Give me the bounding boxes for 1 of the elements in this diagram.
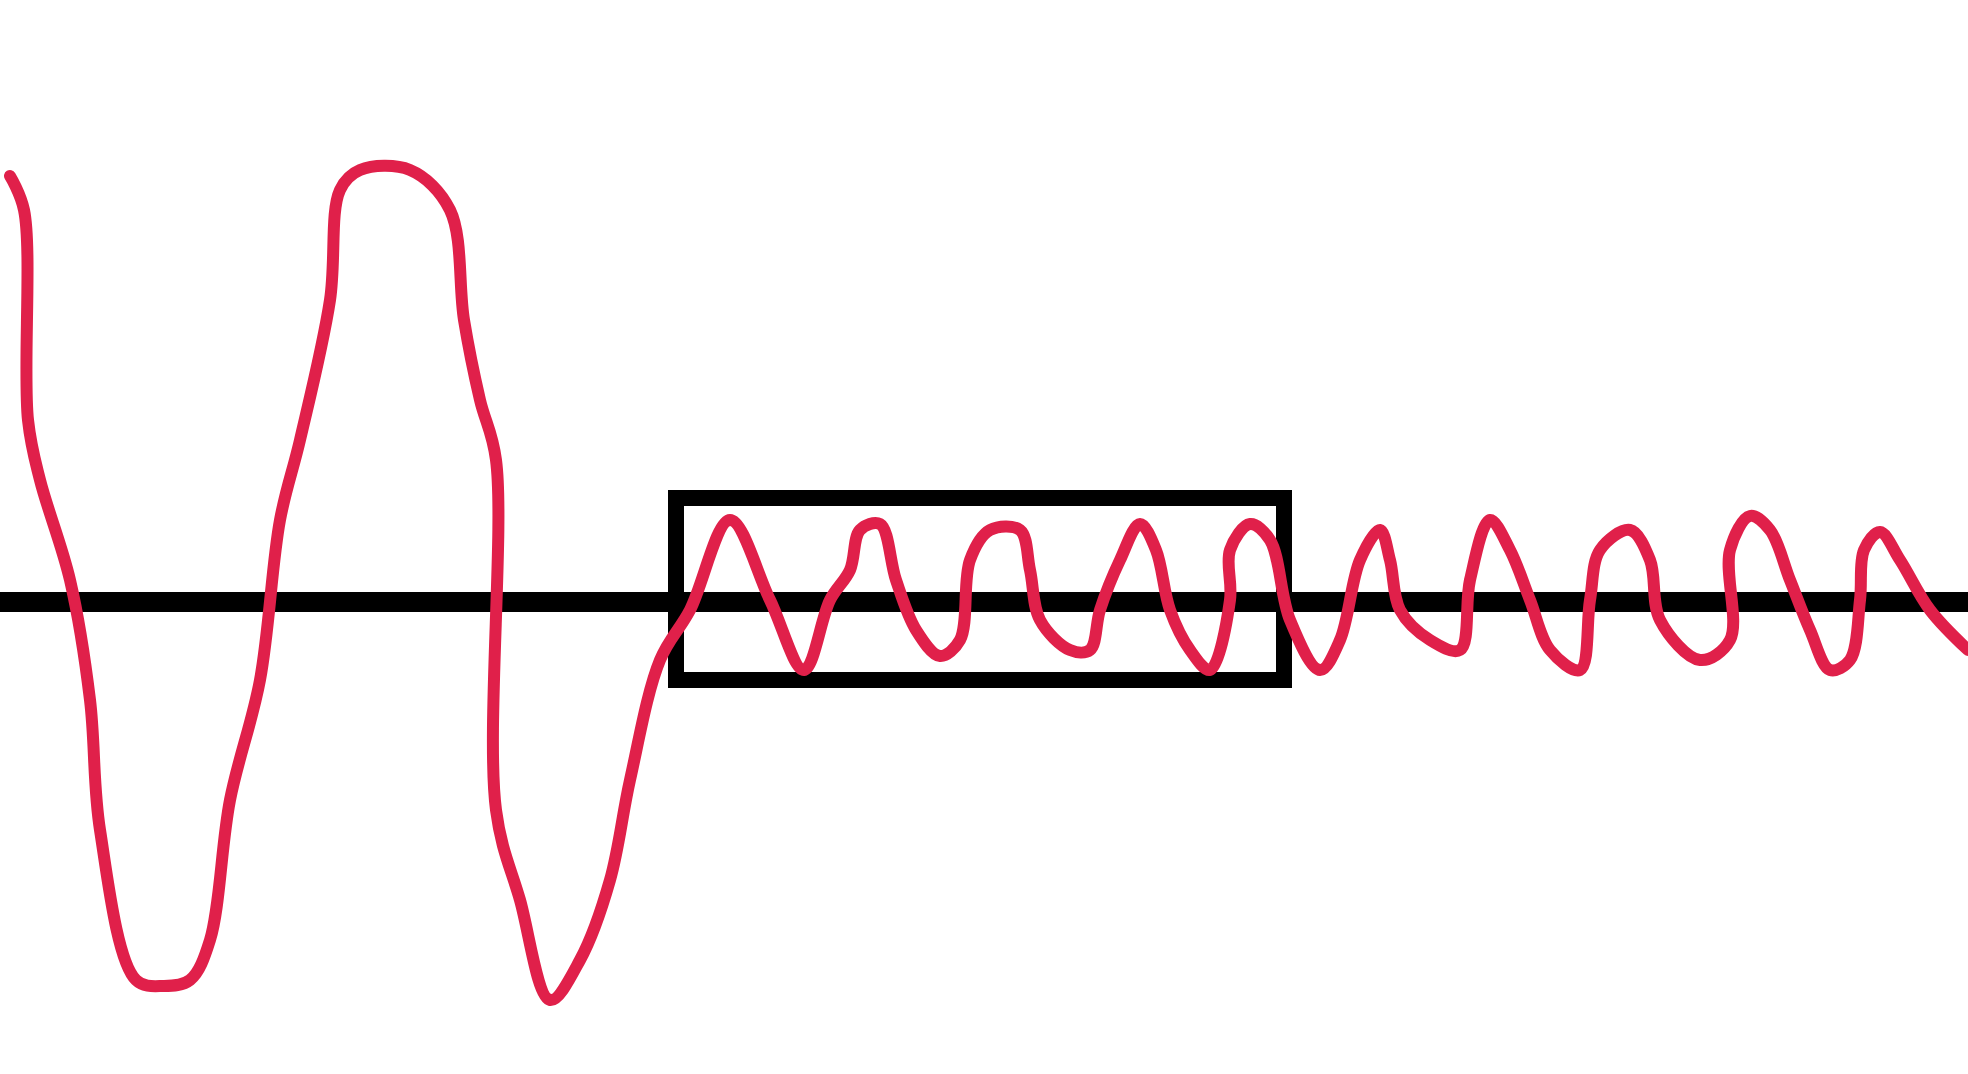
frame-box <box>668 490 1292 688</box>
